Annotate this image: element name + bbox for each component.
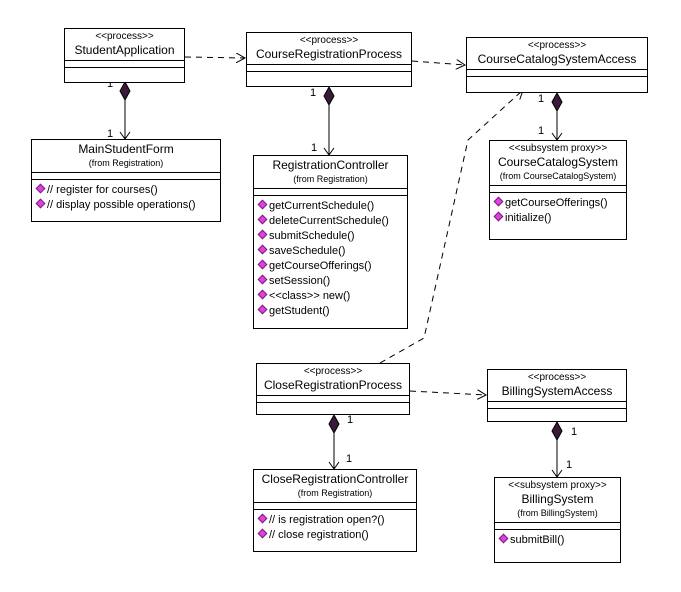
composition-bsa-bs (551, 420, 563, 478)
operation-icon (493, 211, 504, 222)
operation: getCourseOfferings() (493, 196, 623, 211)
operation: // close registration() (257, 528, 413, 543)
operation: saveSchedule() (257, 244, 404, 259)
dependency-sa-to-crp (184, 57, 245, 58)
stereotype-label: <<process>> (299, 35, 359, 46)
operation-icon (257, 304, 268, 315)
dependency-clrp-to-bsa (409, 391, 486, 395)
operation-icon (257, 289, 268, 300)
class-name: BillingSystem (521, 492, 594, 506)
operation-icon (35, 183, 46, 194)
class-name: CourseCatalogSystem (497, 155, 619, 169)
multiplicity-label: 1 (538, 125, 545, 137)
multiplicity-label: 1 (566, 459, 573, 471)
operation: deleteCurrentSchedule() (257, 214, 404, 229)
operation: <<class>> new() (257, 289, 404, 304)
operation-icon (257, 199, 268, 210)
package-label: (from Registration) (297, 488, 373, 499)
class-main-student-form[interactable]: MainStudentForm (from Registration) // r… (31, 139, 221, 222)
class-name: CourseRegistrationProcess (255, 47, 403, 61)
package-label: (from Registration) (88, 158, 164, 169)
multiplicity-label: 1 (107, 128, 114, 140)
operation-icon (257, 244, 268, 255)
operation: getStudent() (257, 304, 404, 319)
class-course-registration-process[interactable]: <<process>> CourseRegistrationProcess (246, 32, 412, 87)
operation-icon (257, 528, 268, 539)
class-billing-system-access[interactable]: <<process>> BillingSystemAccess (487, 369, 627, 422)
dependency-crp-to-ccsa (411, 61, 465, 65)
operation-icon (257, 214, 268, 225)
multiplicity-label: 1 (107, 78, 114, 90)
operation: initialize() (493, 211, 623, 226)
class-name: CloseRegistrationProcess (263, 378, 403, 392)
dependency-clrp-to-ccsa (379, 90, 523, 364)
multiplicity-label: 1 (571, 426, 578, 438)
operation: getCourseOfferings() (257, 259, 404, 274)
class-course-catalog-system-access[interactable]: <<process>> CourseCatalogSystemAccess (466, 37, 648, 93)
class-name: RegistrationController (272, 158, 389, 172)
class-name: StudentApplication (74, 43, 175, 57)
class-course-catalog-system[interactable]: <<subsystem proxy>> CourseCatalogSystem … (489, 140, 627, 240)
package-label: (from Registration) (293, 174, 368, 185)
class-name: MainStudentForm (78, 142, 174, 156)
class-name: BillingSystemAccess (501, 384, 613, 398)
class-billing-system[interactable]: <<subsystem proxy>> BillingSystem (from … (494, 477, 621, 563)
operation: setSession() (257, 274, 404, 289)
class-registration-controller[interactable]: RegistrationController (from Registratio… (253, 155, 408, 329)
operation-icon (257, 229, 268, 240)
stereotype-label: <<subsystem proxy>> (508, 143, 608, 154)
operation-icon (35, 198, 46, 209)
stereotype-label: <<process>> (303, 366, 363, 377)
operation-icon (493, 196, 504, 207)
package-label: (from BillingSystem) (517, 508, 598, 519)
class-close-registration-process[interactable]: <<process>> CloseRegistrationProcess (256, 363, 410, 415)
multiplicity-label: 1 (310, 87, 317, 99)
multiplicity-label: 1 (347, 414, 354, 426)
composition-clrp-crc (328, 413, 340, 470)
composition-sa-msf (119, 80, 131, 140)
operation-icon (498, 533, 509, 544)
class-close-registration-controller[interactable]: CloseRegistrationController (from Regist… (253, 469, 417, 552)
multiplicity-label: 1 (538, 93, 545, 105)
operation: // is registration open?() (257, 513, 413, 528)
operation: // register for courses() (35, 183, 217, 198)
stereotype-label: <<process>> (527, 40, 587, 51)
composition-crp-rc (323, 85, 335, 156)
operation-icon (257, 259, 268, 270)
multiplicity-label: 1 (311, 142, 318, 154)
composition-ccsa-ccs (551, 91, 563, 141)
operation-icon (257, 513, 268, 524)
stereotype-label: <<process>> (95, 31, 154, 42)
class-name: CourseCatalogSystemAccess (477, 52, 637, 66)
operation: // display possible operations() (35, 198, 217, 213)
class-name: CloseRegistrationController (261, 472, 409, 486)
operation: submitBill() (498, 533, 617, 548)
stereotype-label: <<subsystem proxy>> (508, 480, 607, 491)
class-student-application[interactable]: <<process>> StudentApplication (64, 28, 185, 83)
stereotype-label: <<process>> (527, 372, 587, 383)
operation-icon (257, 274, 268, 285)
package-label: (from CourseCatalogSystem) (499, 171, 617, 182)
operation: getCurrentSchedule() (257, 199, 404, 214)
multiplicity-label: 1 (346, 453, 353, 465)
operation: submitSchedule() (257, 229, 404, 244)
